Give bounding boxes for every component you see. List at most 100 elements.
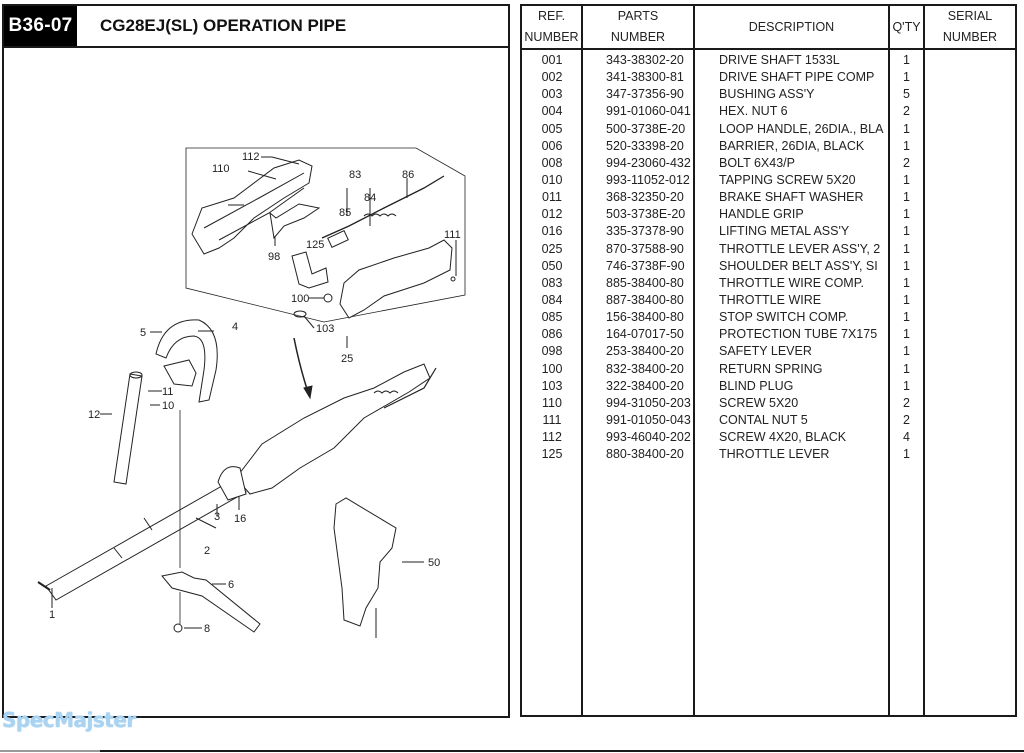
description-cell: DRIVE SHAFT PIPE COMP [719, 70, 875, 85]
parts-table: REF. NUMBER PARTS NUMBER DESCRIPTION Q'T… [520, 4, 1017, 717]
qty-cell: 1 [903, 207, 910, 222]
callout-16: 16 [234, 513, 246, 525]
callout-83: 83 [349, 169, 361, 181]
callout-111: 111 [444, 229, 461, 241]
parts-number-cell: 746-3738F-90 [606, 258, 685, 273]
parts-number-cell: 347-37356-90 [606, 87, 684, 102]
description-cell: PROTECTION TUBE 7X175 [719, 327, 878, 342]
qty-cell: 1 [903, 275, 910, 290]
header-ref-line2: NUMBER [524, 30, 579, 44]
description-cell: THROTTLE WIRE [719, 292, 822, 307]
parts-number-cell: 341-38300-81 [606, 70, 684, 85]
qty-cell: 1 [903, 70, 910, 85]
header-divider [522, 48, 1015, 50]
bottom-rule [100, 750, 1024, 752]
callout-4: 4 [232, 321, 238, 333]
qty-cell: 2 [903, 395, 910, 410]
parts-number-cell: 520-33398-20 [606, 138, 684, 153]
qty-cell: 1 [903, 241, 910, 256]
stop-switch [327, 230, 349, 248]
barrier [161, 571, 261, 633]
blind-plug [293, 310, 307, 318]
description-cell: BRAKE SHAFT WASHER [719, 190, 864, 205]
return-spring [323, 293, 333, 303]
description-cell: SAFETY LEVER [719, 344, 812, 359]
ref-number-cell: 100 [541, 361, 563, 376]
parts-number-cell: 991-01050-043 [606, 412, 691, 427]
ref-number-cell: 004 [541, 104, 563, 119]
callout-98: 98 [268, 251, 280, 263]
loop-handle [155, 319, 218, 403]
handle-grip [113, 373, 143, 485]
qty-cell: 1 [903, 327, 910, 342]
ref-number-cell: 084 [541, 292, 563, 307]
bottom-rule [0, 750, 100, 752]
watermark-logo: SpecMajster [2, 708, 136, 732]
callout-10: 10 [162, 400, 174, 412]
description-cell: THROTTLE WIRE COMP. [719, 275, 864, 290]
qty-cell: 1 [903, 378, 910, 393]
parts-number-cell: 994-31050-203 [606, 395, 691, 410]
qty-cell: 1 [903, 138, 910, 153]
header-serial-number: SERIAL NUMBER [925, 6, 1015, 48]
parts-number-cell: 880-38400-20 [606, 447, 684, 462]
qty-cell: 1 [903, 224, 910, 239]
drive-shaft-pipe [45, 477, 247, 601]
description-cell: CONTAL NUT 5 [719, 412, 808, 427]
callout-3: 3 [214, 511, 220, 523]
callout-1: 1 [49, 609, 55, 621]
description-cell: HANDLE GRIP [719, 207, 804, 222]
header-qty: Q'TY [892, 20, 921, 34]
safety-lever [269, 203, 321, 240]
description-cell: DRIVE SHAFT 1533L [719, 53, 840, 67]
qty-cell: 1 [903, 344, 910, 359]
callout-50: 50 [428, 557, 440, 569]
table-row: 110 994-31050-203 SCREW 5X20 2 [522, 395, 1015, 412]
housing-left-half [191, 159, 313, 255]
ref-number-cell: 050 [541, 258, 563, 273]
ref-number-cell: 002 [541, 70, 563, 85]
callout-8: 8 [204, 623, 210, 635]
ref-number-cell: 016 [541, 224, 563, 239]
qty-cell: 2 [903, 104, 910, 119]
diagram-drawing: 112 110 83 84 86 85 111 125 98 100 103 2… [37, 147, 466, 638]
callout-125: 125 [306, 239, 324, 251]
qty-cell: 1 [903, 172, 910, 187]
ref-number-cell: 125 [541, 447, 563, 462]
section-code: B36-07 [4, 6, 77, 46]
description-cell: SCREW 5X20 [719, 395, 799, 410]
bolt [173, 623, 183, 633]
description-cell: STOP SWITCH COMP. [719, 310, 849, 325]
lifting-metal [217, 466, 247, 501]
parts-number-cell: 870-37588-90 [606, 241, 684, 256]
callout-5: 5 [140, 327, 146, 339]
qty-cell: 5 [903, 87, 910, 102]
callout-2: 2 [204, 545, 210, 557]
description-cell: BOLT 6X43/P [719, 155, 795, 170]
ref-number-cell: 005 [541, 121, 563, 136]
qty-cell: 2 [903, 412, 910, 427]
column-divider [888, 6, 890, 715]
qty-cell: 1 [903, 190, 910, 205]
description-cell: LIFTING METAL ASS'Y [719, 224, 850, 239]
qty-cell: 1 [903, 310, 910, 325]
ref-number-cell: 110 [542, 395, 562, 410]
header-description: DESCRIPTION [748, 20, 835, 34]
throttle-housing [235, 363, 431, 495]
description-cell: SHOULDER BELT ASS'Y, SI [719, 258, 878, 273]
header-serial-line2: NUMBER [942, 30, 998, 44]
